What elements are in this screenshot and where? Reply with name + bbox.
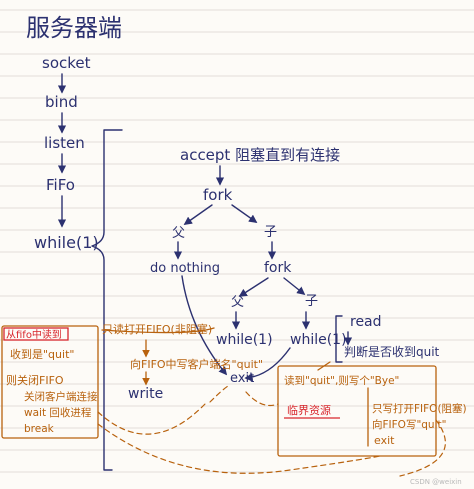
connector-while-middle — [101, 327, 215, 334]
server-title: 服务器端 — [26, 14, 122, 42]
parent2-label: 父 — [231, 295, 244, 310]
dashed-curve-left — [97, 403, 206, 435]
accept-label: accept 阻塞直到有连接 — [180, 146, 340, 164]
left-box-line1: 收到是"quit" — [10, 347, 74, 361]
notebook-lines — [0, 9, 474, 473]
parent-label: 父 — [172, 226, 185, 241]
watermark-text: CSDN @weixin — [410, 478, 462, 486]
right-notes-box — [277, 365, 437, 457]
child-label: 子 — [264, 225, 277, 240]
dashed-curve-right — [399, 419, 446, 477]
step-while: while(1) — [34, 233, 99, 252]
exit-label: exit — [230, 371, 254, 386]
judge-quit-label: 判断是否收到quit — [344, 344, 440, 359]
dashed-curve-exit — [209, 385, 229, 403]
arrow-while-exit — [244, 347, 291, 382]
left-box-line3: 关闭客户端连接 — [24, 390, 98, 403]
read-label: read — [350, 314, 382, 330]
arrow-fork2-child — [283, 277, 306, 296]
fork-label: fork — [203, 186, 233, 204]
left-box-line4: wait 回收进程 — [24, 406, 92, 419]
right-box-line3: 向FIFO写"quit" — [372, 418, 446, 431]
dashed-curve-middle — [245, 391, 279, 407]
left-box-label-frame — [3, 327, 69, 341]
arrow-fork-child — [231, 204, 258, 223]
arrow-donothing-exit — [181, 275, 228, 376]
step-listen: listen — [44, 134, 85, 152]
left-box-line2: 则关闭FIFO — [6, 373, 64, 387]
step-bind: bind — [45, 93, 78, 111]
left-notes-box — [1, 325, 99, 439]
critical-resource-label: 临界资源 — [287, 403, 331, 417]
while-right-label: while(1) — [290, 332, 347, 348]
step-socket: socket — [42, 54, 91, 72]
child2-label: 子 — [305, 294, 318, 309]
write-label: write — [128, 386, 163, 402]
arrow-fork-parent — [183, 204, 213, 225]
connector-judge-rightbox — [317, 361, 331, 371]
fork2-label: fork — [264, 260, 292, 276]
while-left-label: while(1) — [216, 332, 273, 348]
right-box-line2: 只写打开FIFO(阻塞) — [372, 402, 467, 415]
right-box-line1: 读到"quit",则写个"Bye" — [284, 374, 399, 387]
while-loop-brace — [91, 129, 123, 471]
child-loop-brace — [335, 315, 343, 363]
left-box-line5: break — [24, 423, 55, 435]
right-box-line4: exit — [374, 434, 395, 447]
dashed-curve-bottom — [97, 423, 381, 474]
step-fifo: FiFo — [46, 176, 75, 194]
arrow-fork2-parent — [238, 277, 269, 297]
do-nothing-label: do nothing — [150, 261, 220, 276]
middle-note-line2: 向FIFO中写客户端名"quit" — [130, 357, 263, 371]
middle-note-line1: 只读打开FIFO(非阻塞) — [102, 322, 212, 336]
left-box-label: 从fifo中读到 — [6, 328, 62, 341]
